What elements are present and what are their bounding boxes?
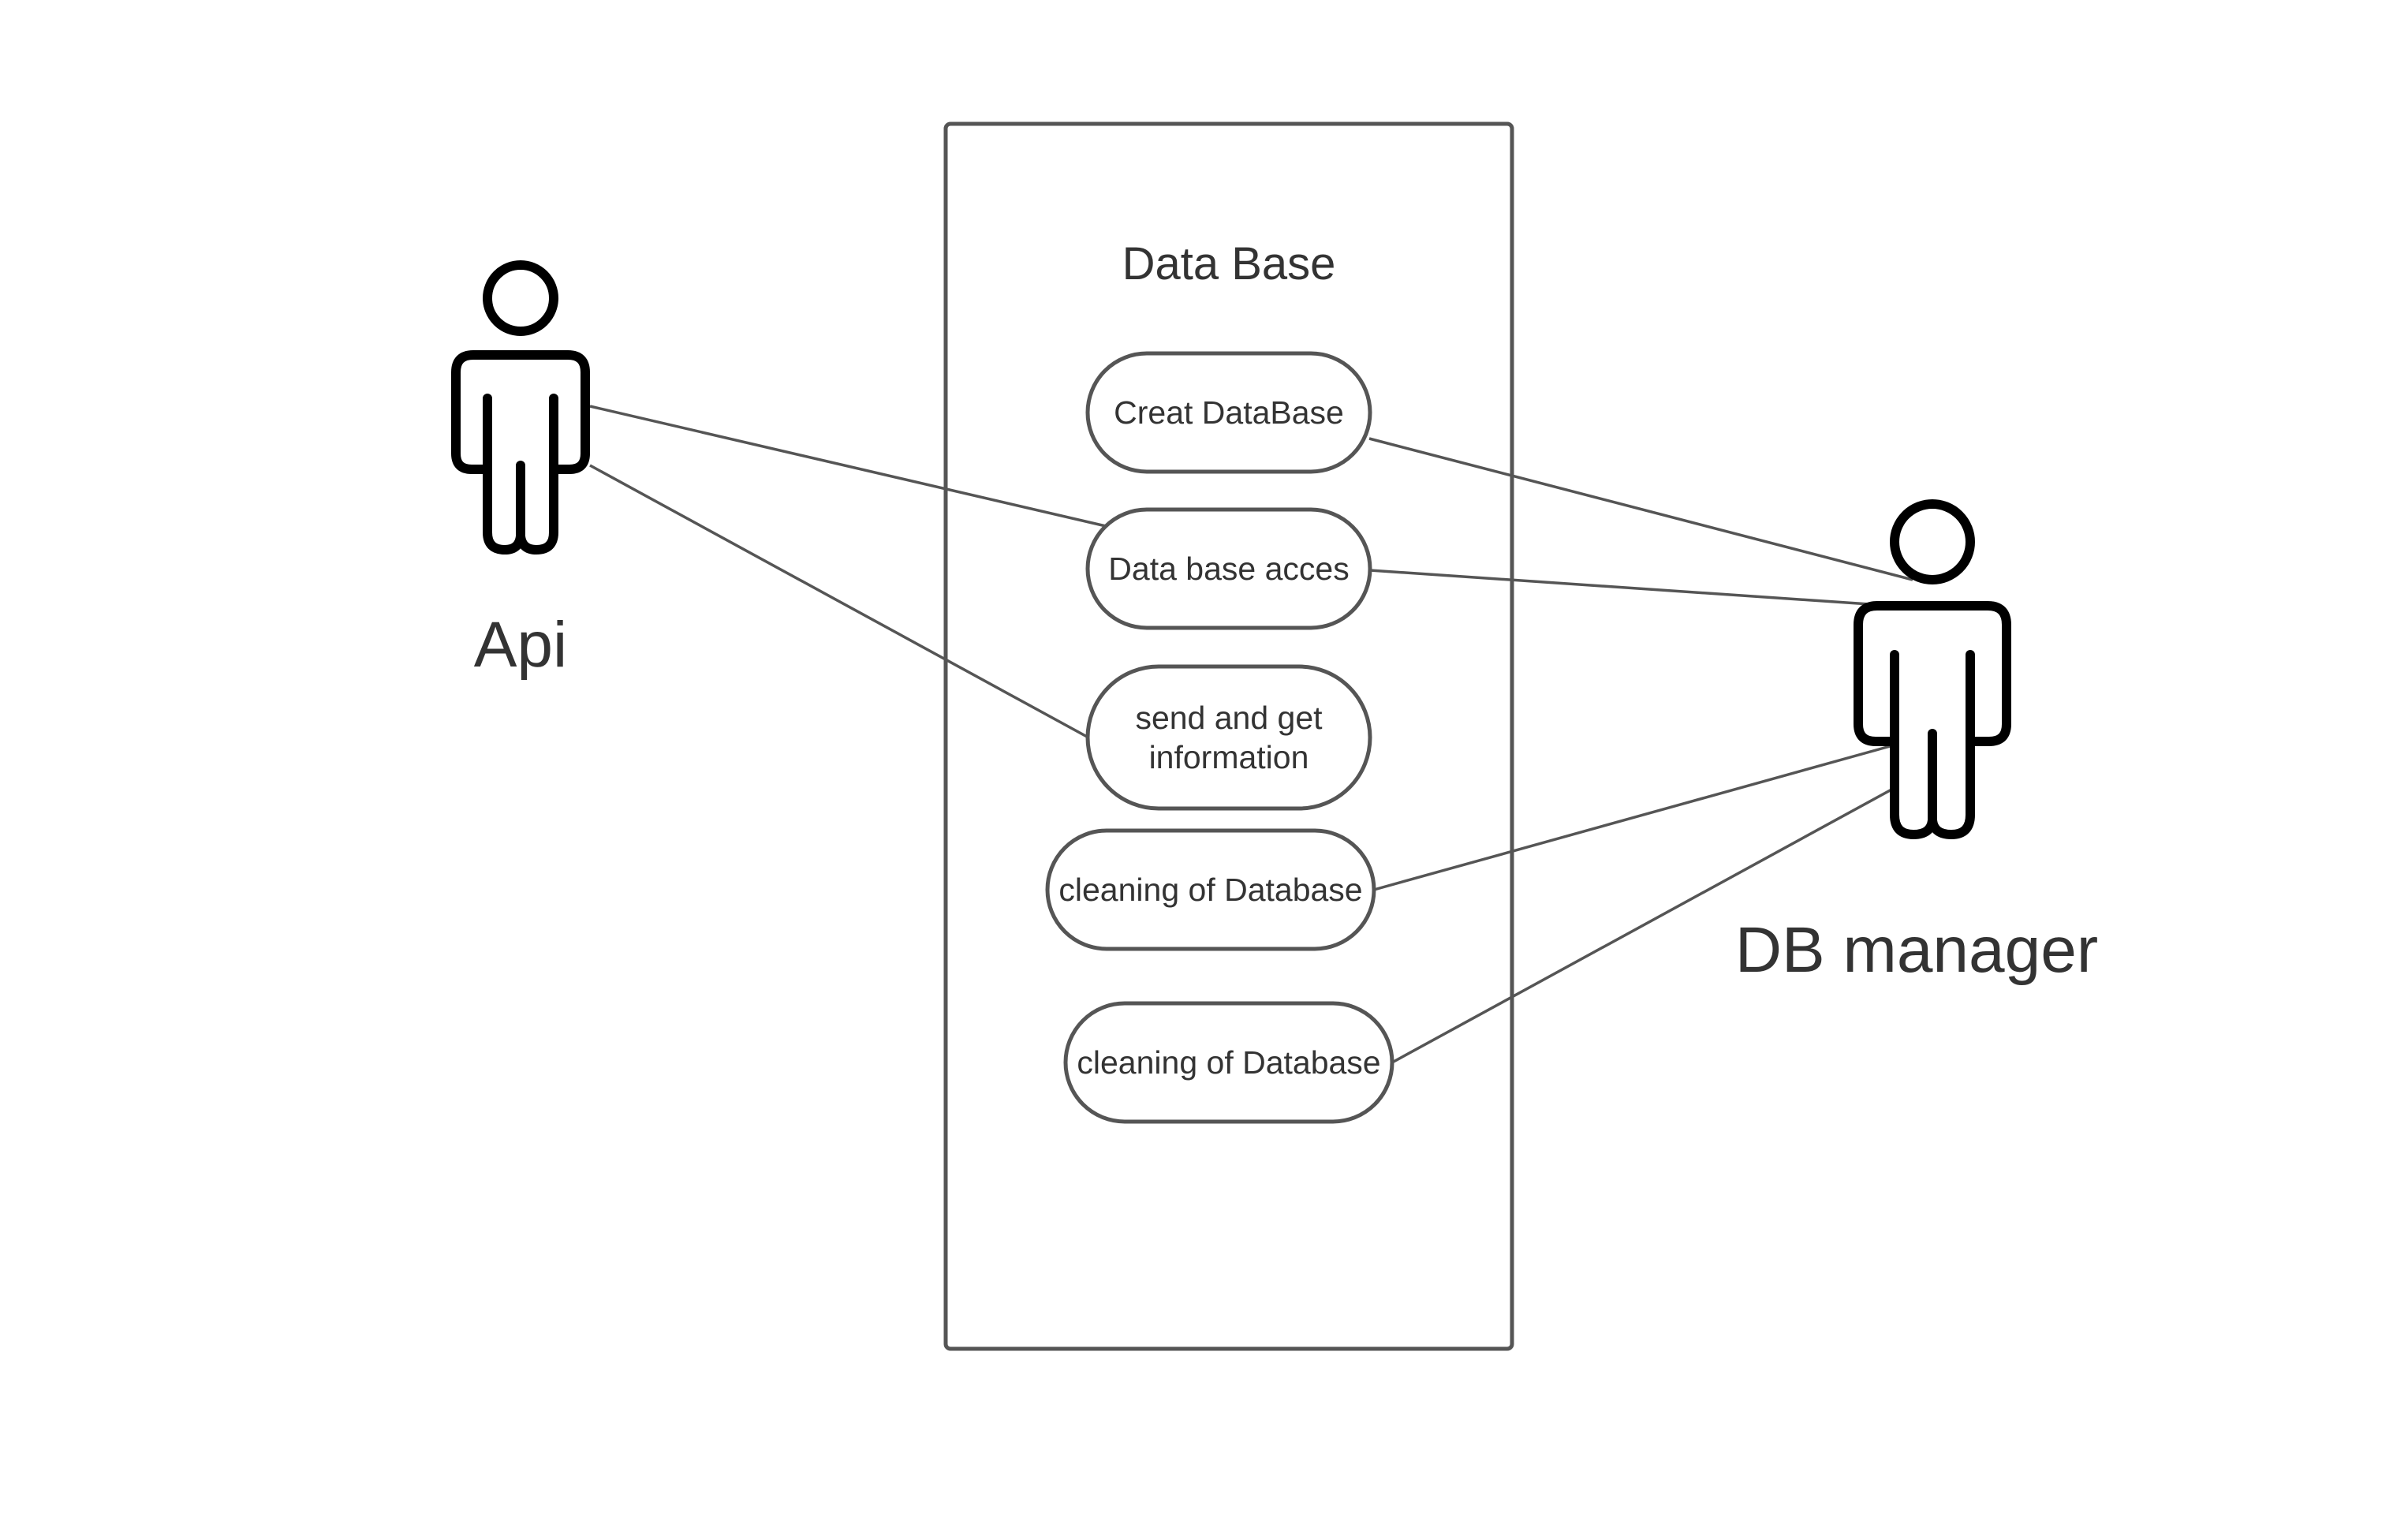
association-line-api-data-base-acces <box>589 405 1107 528</box>
actor-api[interactable]: Api <box>451 260 590 681</box>
actor-db-manager[interactable]: DB manager <box>1735 499 2098 986</box>
use-case-data-base-acces[interactable]: Data base acces <box>1085 507 1372 630</box>
use-case-label: Data base acces <box>1108 551 1349 587</box>
use-case-cleaning-of-database-1[interactable]: cleaning of Database <box>1045 828 1376 951</box>
association-line-db-manager-creat-database <box>1368 437 1913 581</box>
association-line-db-manager-cleaning-of-database-2 <box>1391 787 1894 1064</box>
use-case-label: send and get <box>1135 700 1323 736</box>
use-case-label: information <box>1149 739 1309 775</box>
association-line-db-manager-cleaning-of-database-1 <box>1373 744 1894 891</box>
use-case-shape <box>1085 664 1372 811</box>
use-case-creat-database[interactable]: Creat DataBase <box>1085 351 1372 474</box>
actor-figure-icon <box>1854 499 2011 839</box>
use-case-label: cleaning of Database <box>1058 872 1362 908</box>
use-case-shape <box>1085 351 1372 474</box>
use-case-shape <box>1063 1001 1394 1124</box>
use-case-shape <box>1045 828 1376 951</box>
association-line-api-send-and-get-information <box>589 464 1089 739</box>
association-lines <box>589 405 1913 1064</box>
use-case-label: Creat DataBase <box>1114 394 1344 431</box>
use-case-label: cleaning of Database <box>1077 1044 1380 1081</box>
association-line-db-manager-data-base-acces <box>1369 569 1894 607</box>
system-title: Data Base <box>1122 238 1336 289</box>
actor-label: DB manager <box>1735 914 2098 986</box>
actor-figure-icon <box>451 260 590 555</box>
actor-label: Api <box>474 609 568 681</box>
use-case-cleaning-of-database-2[interactable]: cleaning of Database <box>1063 1001 1394 1124</box>
use-case-shape <box>1085 507 1372 630</box>
